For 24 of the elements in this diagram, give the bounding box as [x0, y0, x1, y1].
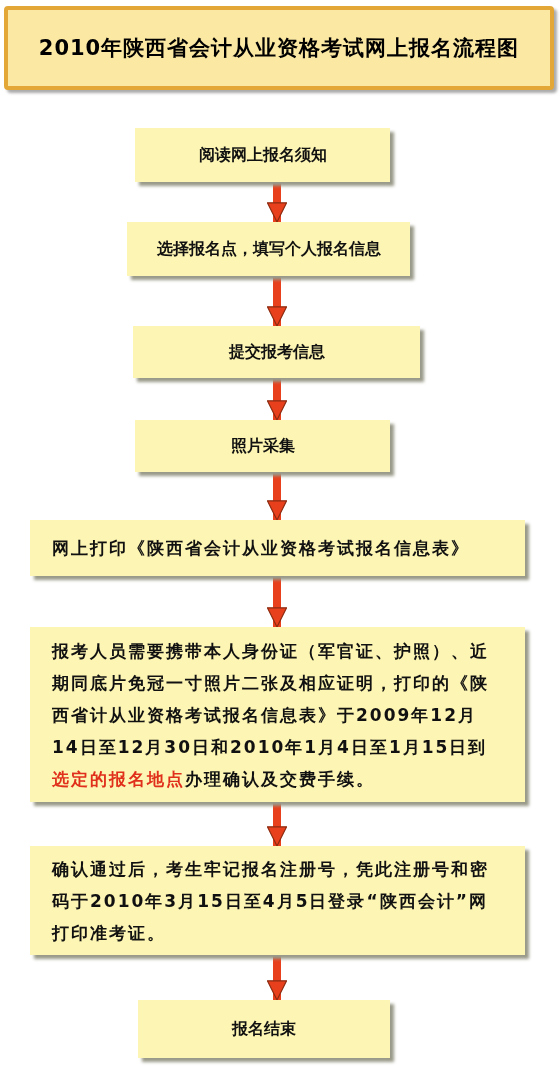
arrow	[266, 182, 288, 223]
arrow	[266, 378, 288, 421]
process-box	[135, 128, 390, 182]
process-box	[30, 846, 525, 955]
step-text: 报名结束	[232, 1018, 296, 1040]
step-text: 阅读网上报名须知	[198, 144, 327, 166]
step-text: 报考人员需要携带本人身份证（军官证、护照）、近期同底片免冠一寸照片二张及相应证明，打印的《陕西省计从业资格考试报名信息表》于2009年12月14日至12月30日和2010年1月4日至1月15日到选定的报名地点办理确认及交费手续。	[52, 639, 490, 791]
process-box	[133, 326, 420, 378]
process-box	[135, 420, 390, 472]
arrow	[266, 802, 288, 847]
process-box	[30, 627, 525, 802]
step-text: 照片采集	[230, 435, 295, 457]
arrow	[266, 276, 288, 327]
step-text: 提交报考信息	[228, 341, 325, 363]
step-text: 确认通过后，考生牢记报名注册号，凭此注册号和密码于2010年3月15日至4月5日登录“陕西会计”网打印准考证。	[52, 857, 490, 945]
process-box	[138, 1000, 390, 1058]
step-text: 选择报名点，填写个人报名信息	[156, 238, 381, 260]
title-banner: 2010年陕西省会计从业资格考试网上报名流程图	[4, 6, 554, 90]
arrow	[266, 955, 288, 1001]
arrow	[266, 576, 288, 628]
process-box	[127, 222, 410, 276]
step-text: 网上打印《陕西省会计从业资格考试报名信息表》	[52, 537, 470, 560]
arrow	[266, 472, 288, 521]
process-box	[30, 520, 525, 576]
